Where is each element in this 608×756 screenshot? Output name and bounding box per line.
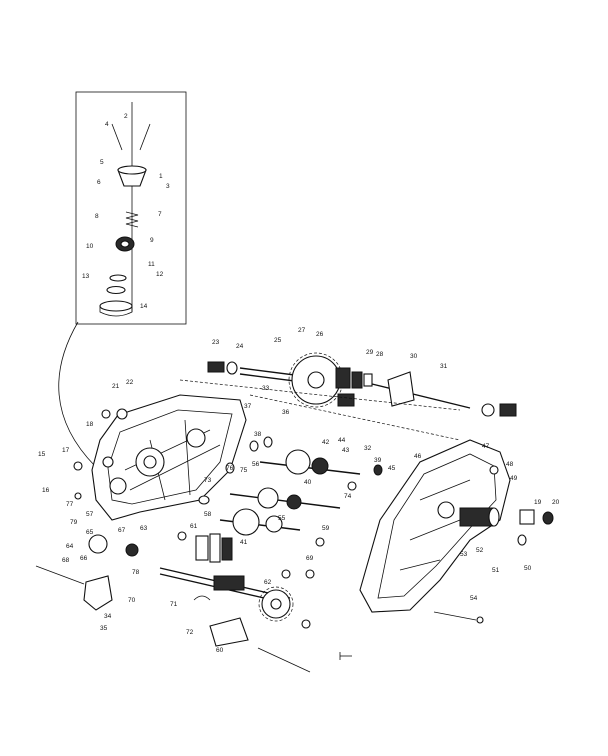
label-64: 64: [66, 543, 74, 550]
label-inset-5: 5: [100, 159, 104, 166]
label-37: 37: [244, 403, 252, 410]
label-42: 42: [322, 439, 330, 446]
label-36: 36: [282, 409, 290, 416]
label-inset-1: 1: [159, 173, 163, 180]
label-68: 68: [62, 557, 70, 564]
label-35: 35: [100, 625, 108, 632]
label-41: 41: [240, 539, 248, 546]
middle-gear-shafts: [159, 449, 361, 622]
label-inset-14: 14: [140, 303, 148, 310]
label-67: 67: [118, 527, 126, 534]
main-labels: 15 16 17 18 19 20 21 22 23 24 25 26 27 2…: [38, 327, 560, 654]
label-46: 46: [414, 453, 422, 460]
label-inset-7: 7: [158, 211, 162, 218]
label-32: 32: [364, 445, 372, 452]
label-47: 47: [482, 443, 490, 450]
label-60: 60: [216, 647, 224, 654]
label-inset-3: 3: [166, 183, 170, 190]
label-33: 33: [262, 385, 270, 392]
lower-left-parts: [35, 534, 484, 673]
label-31: 31: [440, 363, 448, 370]
label-50: 50: [524, 565, 532, 572]
small-hardware: [73, 408, 527, 660]
label-59: 59: [322, 525, 330, 532]
label-45: 45: [388, 465, 396, 472]
label-76: 76: [226, 465, 234, 472]
label-63: 63: [140, 525, 148, 532]
label-70: 70: [128, 597, 136, 604]
label-69: 69: [306, 555, 314, 562]
label-inset-12: 12: [156, 271, 164, 278]
label-61: 61: [190, 523, 198, 530]
label-54: 54: [470, 595, 478, 602]
label-72: 72: [186, 629, 194, 636]
right-housing: [359, 439, 554, 613]
label-inset-2: 2: [124, 113, 128, 120]
inset-detail: [58, 91, 187, 467]
label-48: 48: [506, 461, 514, 468]
label-78: 78: [132, 569, 140, 576]
inset-frame: [75, 91, 187, 325]
label-66: 66: [80, 555, 88, 562]
label-inset-10: 10: [86, 243, 94, 250]
label-44: 44: [338, 437, 346, 444]
label-71: 71: [170, 601, 178, 608]
label-56: 56: [252, 461, 260, 468]
label-40: 40: [304, 479, 312, 486]
label-22: 22: [126, 379, 134, 386]
label-30: 30: [410, 353, 418, 360]
label-57: 57: [86, 511, 94, 518]
label-77: 77: [66, 501, 74, 508]
inset-connector: [58, 321, 96, 467]
label-51: 51: [492, 567, 500, 574]
inset-labels: 1 2 3 4 5 6 7 8 9 10 11 12 13 14: [82, 113, 170, 310]
label-21: 21: [112, 383, 120, 390]
left-housing-cover: [91, 394, 247, 521]
label-inset-9: 9: [150, 237, 154, 244]
label-28: 28: [376, 351, 384, 358]
label-inset-13: 13: [82, 273, 90, 280]
label-24: 24: [236, 343, 244, 350]
label-65: 65: [86, 529, 94, 536]
top-shaft-assembly: [179, 352, 517, 441]
label-34: 34: [104, 613, 112, 620]
label-15: 15: [38, 451, 46, 458]
label-18: 18: [86, 421, 94, 428]
label-55: 55: [278, 515, 286, 522]
label-74: 74: [344, 493, 352, 500]
label-29: 29: [366, 349, 374, 356]
label-26: 26: [316, 331, 324, 338]
label-52: 52: [476, 547, 484, 554]
label-58: 58: [204, 511, 212, 518]
label-39: 39: [374, 457, 382, 464]
label-inset-11: 11: [148, 261, 155, 268]
label-25: 25: [274, 337, 282, 344]
label-73: 73: [204, 477, 212, 484]
label-20: 20: [552, 499, 560, 506]
label-17: 17: [62, 447, 70, 454]
label-27: 27: [298, 327, 306, 334]
label-inset-8: 8: [95, 213, 99, 220]
label-38: 38: [254, 431, 262, 438]
label-79: 79: [70, 519, 78, 526]
label-49: 49: [510, 475, 518, 482]
label-53: 53: [460, 551, 468, 558]
label-43: 43: [342, 447, 350, 454]
label-75: 75: [240, 467, 248, 474]
label-23: 23: [212, 339, 220, 346]
label-inset-6: 6: [97, 179, 101, 186]
label-inset-4: 4: [105, 121, 109, 128]
label-19: 19: [534, 499, 542, 506]
label-16: 16: [42, 487, 50, 494]
label-62: 62: [264, 579, 272, 586]
